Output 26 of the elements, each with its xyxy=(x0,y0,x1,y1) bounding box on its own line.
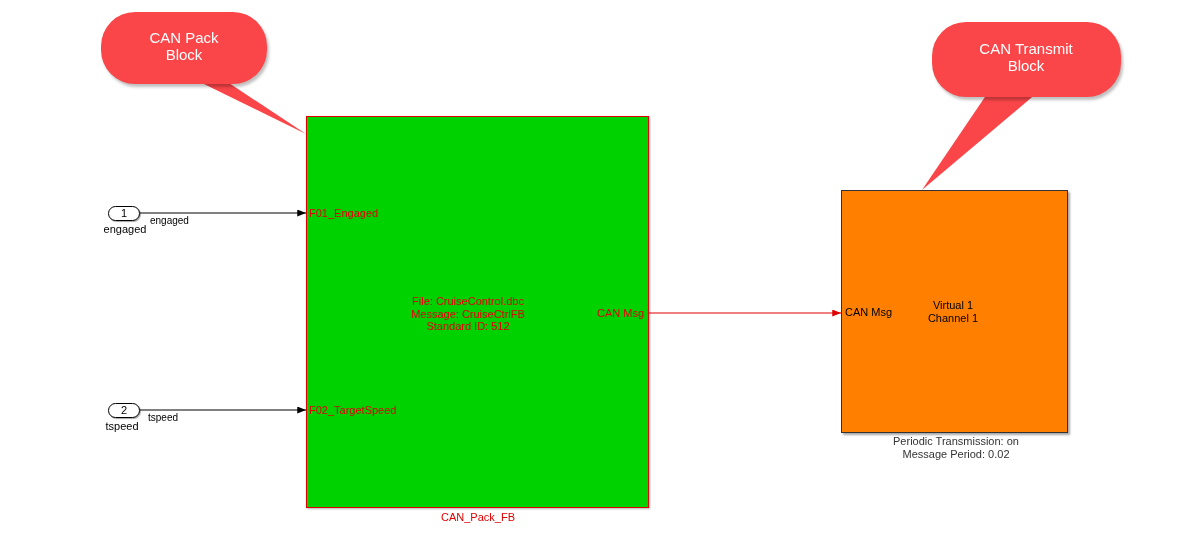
block-name: CAN_Pack_FB xyxy=(440,511,516,524)
output-port-label: CAN Msg xyxy=(596,307,644,320)
input-port-label: F01_Engaged xyxy=(309,207,379,220)
signal-arrow xyxy=(139,406,307,414)
block-annotation: Periodic Transmission: on Message Period: 0.02 xyxy=(892,435,1020,461)
callout-bubble xyxy=(932,22,1121,97)
block-parameters: Virtual 1 Channel 1 xyxy=(926,299,980,325)
can-transmit-block xyxy=(841,190,1068,433)
inport-block xyxy=(108,206,140,221)
port-number: 2 xyxy=(119,404,129,417)
callout-pointer xyxy=(921,97,1033,190)
can-pack-block xyxy=(306,116,649,508)
inport-name: engaged xyxy=(102,223,148,236)
signal-arrow xyxy=(648,309,842,317)
port-number: 1 xyxy=(119,207,129,220)
signal-arrow xyxy=(139,209,307,217)
input-port-label: F02_TargetSpeed xyxy=(309,404,397,417)
callout-text: CAN Pack Block xyxy=(148,29,220,64)
signal-label: tspeed xyxy=(148,412,179,424)
signal-label: engaged xyxy=(150,215,189,227)
block-parameters: File: CruiseControl.dbc Message: CruiseCtrlFB Standard ID: 512 xyxy=(410,295,526,333)
callout-text: CAN Transmit Block xyxy=(978,40,1074,75)
inport-name: tspeed xyxy=(104,420,140,433)
input-port-label: CAN Msg xyxy=(845,306,893,319)
inport-block xyxy=(108,403,140,418)
callout-pointer xyxy=(203,84,306,134)
